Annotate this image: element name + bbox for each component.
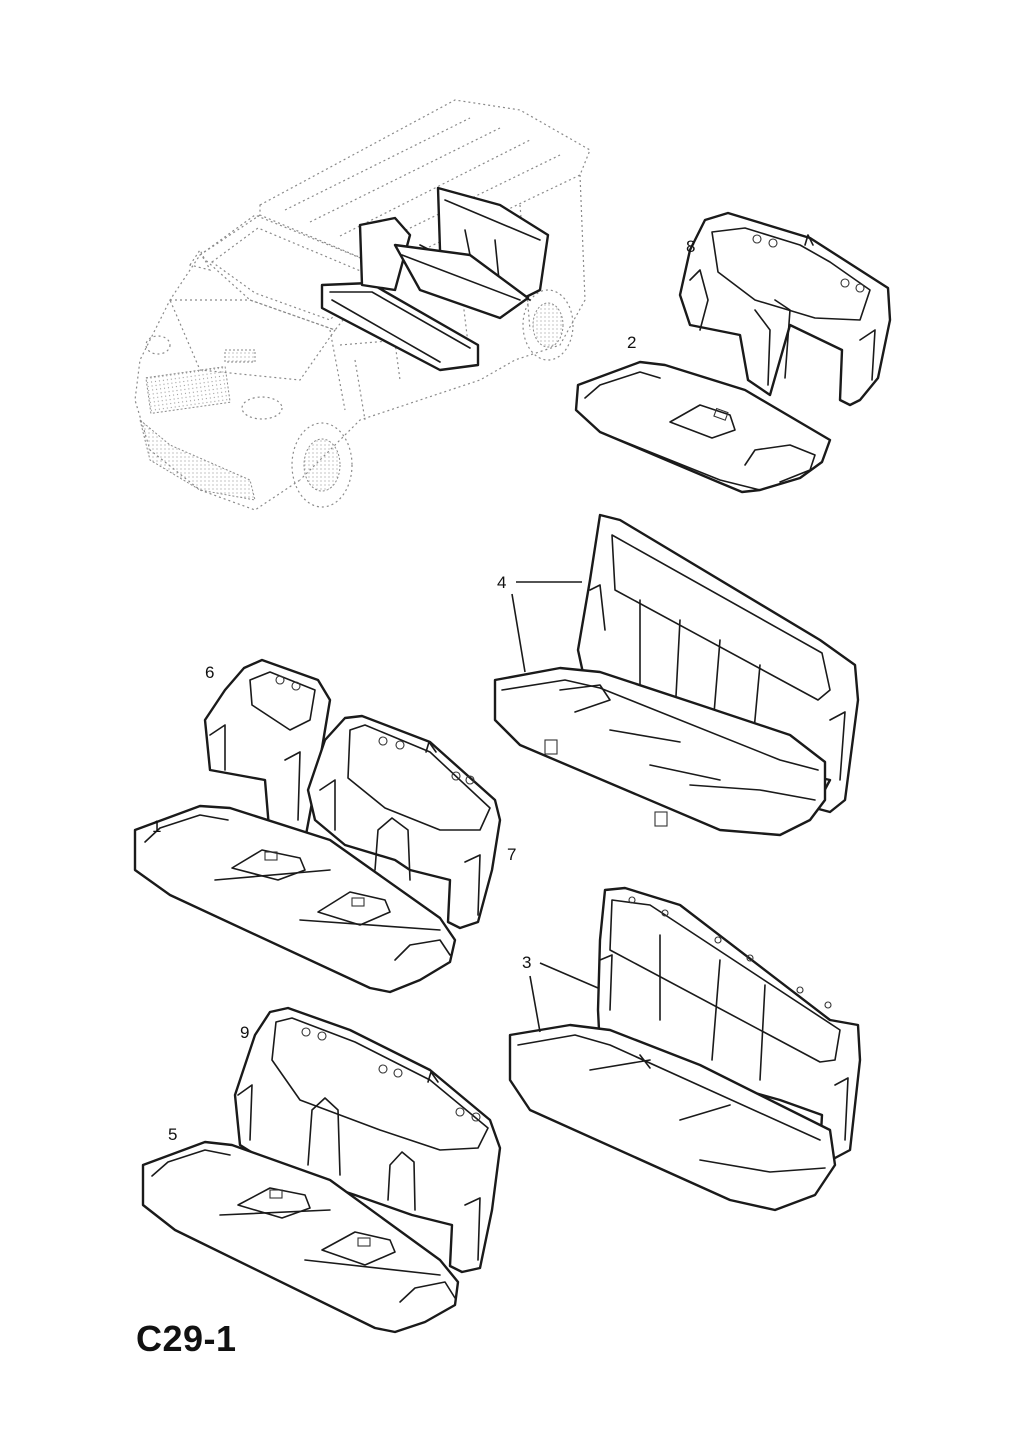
callout-6: 6 <box>205 663 214 682</box>
callout-5: 5 <box>168 1125 177 1144</box>
part-1-cushion <box>133 804 457 994</box>
callout-2: 2 <box>627 333 636 352</box>
callout-8: 8 <box>686 237 695 256</box>
part-8-backrest <box>678 211 892 407</box>
part-7-backrest <box>306 714 502 930</box>
vehicle-overview-illustration <box>134 99 591 511</box>
part-3-bench-seat <box>508 886 862 1212</box>
callout-labels: 8 2 4 6 1 7 3 9 5 <box>152 237 695 1144</box>
part-6-backrest <box>203 658 332 850</box>
callout-3: 3 <box>522 953 531 972</box>
part-5-cushion <box>141 1140 460 1334</box>
diagram-code-label: C29-1 <box>136 1318 237 1359</box>
part-9-backrest <box>233 1006 502 1274</box>
part-4-bench-seat <box>493 513 860 837</box>
part-2-cushion <box>574 360 832 494</box>
callout-1: 1 <box>152 817 161 836</box>
installed-seats-highlight <box>320 186 550 372</box>
callout-4: 4 <box>497 573 506 592</box>
callout-7: 7 <box>507 845 516 864</box>
callout-9: 9 <box>240 1023 249 1042</box>
